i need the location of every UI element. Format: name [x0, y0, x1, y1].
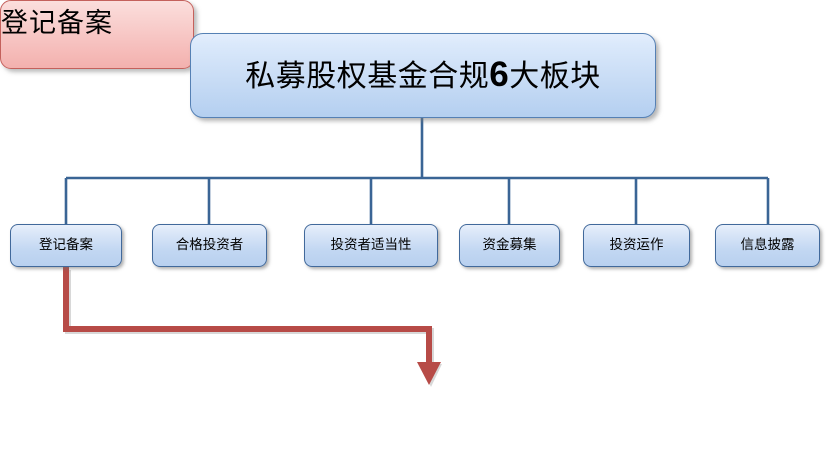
branch-node-label: 登记备案 [39, 237, 93, 253]
root-node[interactable]: 私募股权基金合规6大板块 [190, 33, 656, 118]
branch-node-registration[interactable]: 登记备案 [10, 224, 122, 267]
root-label-suffix: 大板块 [509, 60, 601, 94]
highlight-node-registration[interactable]: 登记备案 [0, 0, 194, 69]
branch-node-qualified-investor[interactable]: 合格投资者 [152, 224, 267, 267]
branch-node-label: 合格投资者 [175, 237, 244, 253]
branch-node-label: 投资者适当性 [330, 237, 412, 253]
branch-node-investment-operation[interactable]: 投资运作 [583, 224, 690, 267]
root-label-prefix: 私募股权基金合规 [245, 60, 490, 94]
branch-node-investor-suitability[interactable]: 投资者适当性 [304, 224, 438, 267]
highlight-connector [63, 266, 432, 367]
branch-node-label: 投资运作 [609, 237, 664, 253]
branch-node-fundraising[interactable]: 资金募集 [459, 224, 560, 267]
highlight-node-label: 登记备案 [1, 8, 113, 38]
highlight-connector-shadow [65, 270, 442, 387]
branch-node-label: 资金募集 [482, 237, 537, 253]
root-node-label: 私募股权基金合规6大板块 [245, 55, 601, 95]
highlight-arrowhead [417, 362, 441, 385]
root-label-number: 6 [489, 55, 510, 95]
branch-node-label: 信息披露 [740, 237, 795, 253]
branch-node-information-disclosure[interactable]: 信息披露 [715, 224, 820, 267]
